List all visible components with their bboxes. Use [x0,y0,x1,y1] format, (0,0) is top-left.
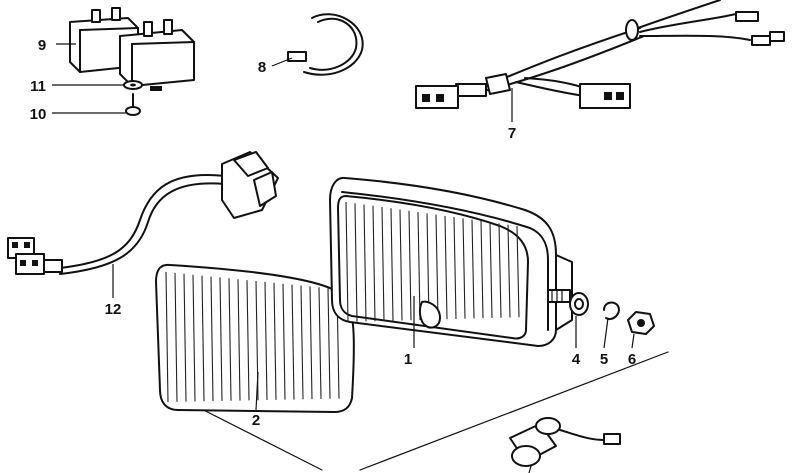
housing-lens-rib [381,207,385,322]
callout-6: 6 [628,351,636,368]
callout-8: 8 [258,59,266,76]
lens-rib [318,287,322,399]
callout-9: 9 [38,37,46,54]
housing-lens-rib [516,225,520,318]
relay-pair[interactable] [69,7,195,91]
screw[interactable] [125,93,141,116]
housing-lens-rib [435,214,439,320]
housing-lens-rib [453,217,457,319]
callout-7: 7 [508,125,516,142]
lens-rib [210,276,214,402]
lock-washer[interactable] [603,301,620,320]
callout-4: 4 [572,351,581,368]
housing-lens-rib [354,203,358,322]
lens-rib [237,279,241,401]
lens-rib [300,285,304,400]
callout-11: 11 [30,78,46,95]
leader-lines [52,43,635,411]
housing-lens-rib [507,224,511,318]
housing-lens-rib [408,210,412,321]
lens-rib [174,272,178,402]
rubber-bushing[interactable] [569,292,589,316]
fog-light-lens[interactable] [155,263,355,413]
housing-lens-rib [498,223,502,318]
lens-rib [282,283,286,400]
lens-rib [192,274,196,402]
lens-rib [327,288,331,399]
lens-rib [291,284,295,400]
housing-lens-rib [471,219,475,319]
lens-rib [246,280,250,401]
wiring-harness[interactable] [415,0,785,109]
callout-12: 12 [105,301,122,318]
housing-lens-rib [444,215,448,320]
lens-rib [201,275,205,402]
hex-nut[interactable] [627,311,655,335]
cable-clamp[interactable] [287,13,364,76]
housing-lens-rib [462,218,466,319]
lens-rib [219,277,223,401]
callout-1: 1 [404,351,412,368]
housing-lens-rib [480,220,484,319]
mounting-bolt-stud[interactable] [547,289,571,303]
bulb-socket-with-lead[interactable] [509,417,621,473]
housing-lens-rib [372,205,376,322]
lens-rib [183,273,187,402]
housing-lens-rib [345,201,349,323]
housing-lens-rib [363,204,367,322]
callout-2: 2 [252,412,260,429]
housing-lens-rib [390,208,394,321]
lens-rib [264,281,268,401]
callout-labels: 1 2 4 5 6 7 8 9 10 11 12 [30,37,637,429]
lens-rib [165,271,169,403]
lens-rib [273,282,277,400]
housing-lens-rib [399,209,403,321]
callout-10: 10 [30,106,47,123]
fog-light-housing[interactable] [329,176,573,347]
switch-with-cable[interactable] [7,151,279,275]
lens-rib [228,278,232,401]
housing-lens-rib [417,212,421,320]
washer[interactable] [123,80,143,90]
callout-5: 5 [600,351,608,368]
lens-rib [309,286,313,400]
housing-lens-rib [489,222,493,318]
